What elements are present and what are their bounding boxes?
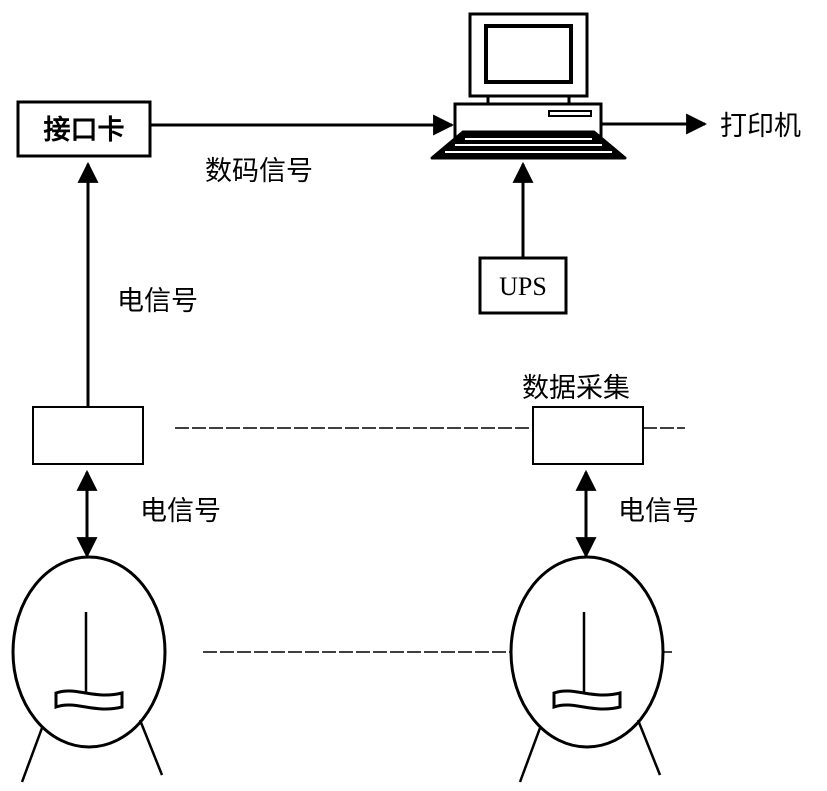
electric-signal-label-right: 电信号 [618,496,699,527]
interface-card-label: 接口卡 [44,115,125,146]
acquisition-box-right [532,406,644,465]
tank-right-icon [509,555,665,783]
electric-signal-label-left: 电信号 [140,496,221,527]
digital-signal-label: 数码信号 [205,156,313,187]
interface-card-box: 接口卡 [16,100,152,158]
computer-icon [430,12,627,160]
electric-signal-label-top: 电信号 [117,286,198,317]
ups-box: UPS [478,256,568,315]
printer-label: 打印机 [720,111,801,142]
ups-label: UPS [499,272,547,301]
tank-left-icon [11,555,167,783]
data-acquisition-label: 数据采集 [522,373,630,404]
acquisition-box-left [32,406,144,465]
